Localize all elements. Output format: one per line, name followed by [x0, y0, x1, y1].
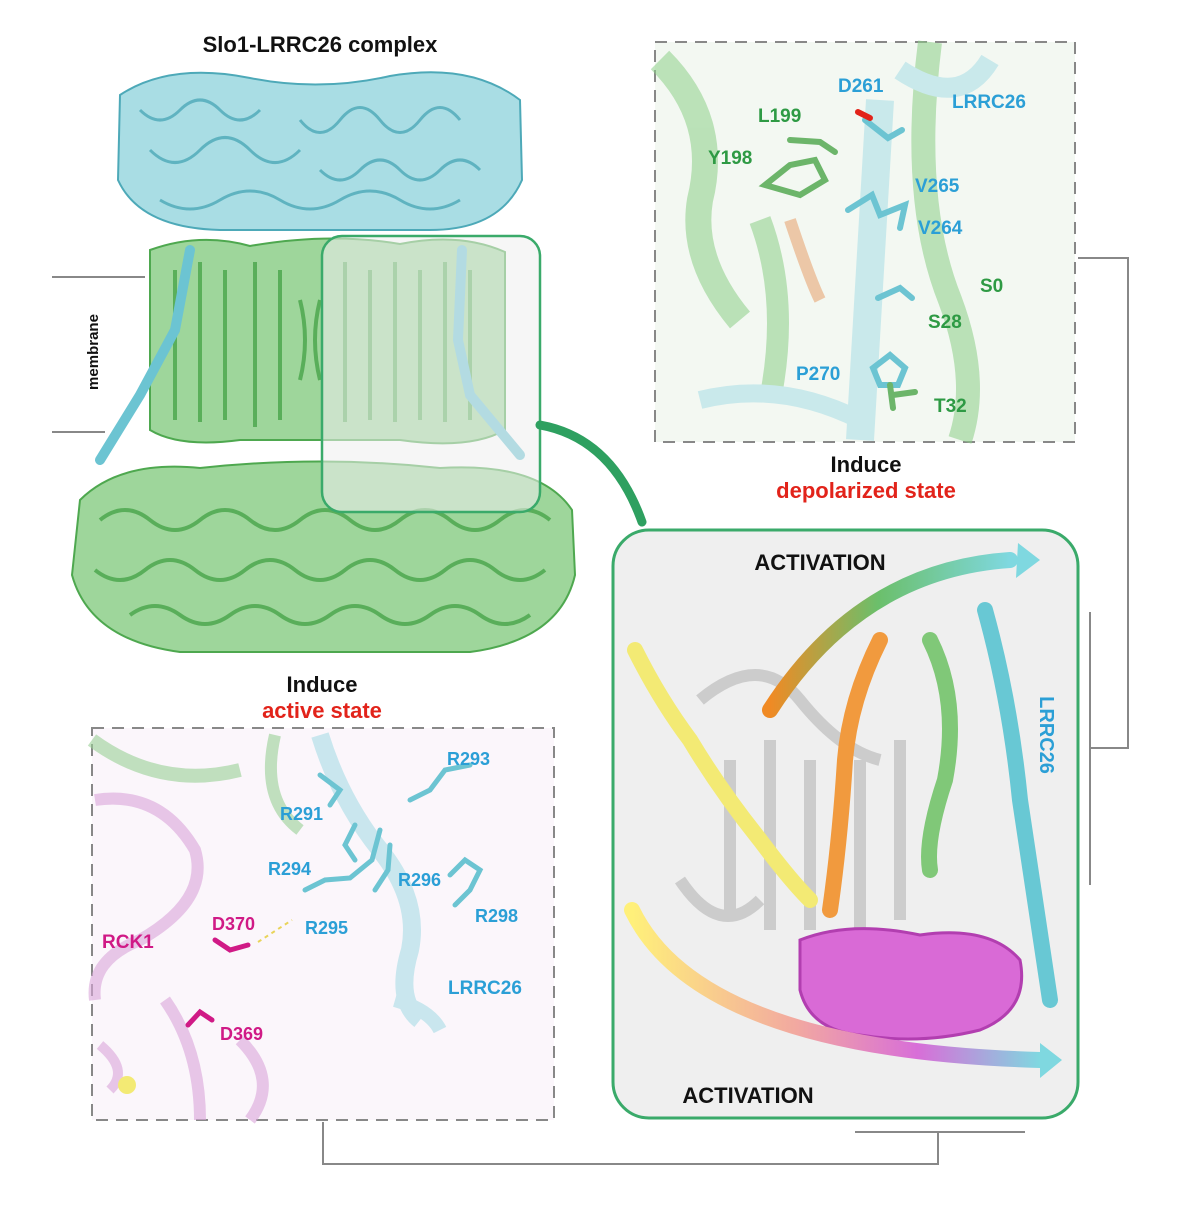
residue-r293: R293 — [447, 749, 490, 769]
caption-active-state: active state — [262, 698, 382, 723]
caption-depolarized-state: depolarized state — [776, 478, 956, 503]
panel-active: R293 R291 R294 R296 R295 R298 D370 D369 … — [87, 727, 555, 1124]
label-rck1: RCK1 — [102, 932, 154, 953]
activation-arrow-top-head — [1016, 543, 1040, 578]
connector-top-right — [1078, 257, 1129, 749]
connector-bottom — [322, 1122, 1025, 1165]
residue-r294: R294 — [268, 859, 311, 879]
residue-r296: R296 — [398, 870, 441, 890]
residue-t32: T32 — [934, 396, 967, 417]
residue-r298: R298 — [475, 906, 518, 926]
membrane-label: membrane — [85, 314, 102, 390]
panel-depolarized: D261 LRRC26 L199 Y198 V265 V264 S0 S28 P… — [650, 40, 1076, 503]
highlight-protomer-box — [320, 234, 542, 514]
helix-green — [921, 632, 958, 878]
activation-arrow-top — [762, 552, 1018, 718]
lrrc26-extracellular-domain — [116, 71, 524, 231]
zoom-connector — [535, 420, 647, 527]
membrane-bracket: membrane — [52, 276, 145, 433]
lrrc26-tm-helix-left — [95, 245, 195, 465]
rck1-domain-ribbon — [798, 927, 1024, 1041]
activation-arrow-bottom — [624, 902, 1048, 1068]
residue-d261: D261 — [838, 76, 884, 97]
residue-v264: V264 — [918, 218, 963, 239]
residue-v265: V265 — [915, 176, 960, 197]
label-lrrc26-vertical: LRRC26 — [1035, 696, 1057, 774]
caption-induce-top: Induce — [831, 452, 902, 477]
label-lrrc26-top: LRRC26 — [952, 92, 1026, 113]
panel-activation-model: ACTIVATION ACTIVATION LRRC26 — [611, 528, 1080, 1120]
figure-title: Slo1-LRRC26 complex — [203, 32, 438, 57]
residue-l199: L199 — [758, 106, 801, 127]
residue-r291: R291 — [280, 804, 323, 824]
residue-r295: R295 — [305, 918, 348, 938]
activation-arrow-bottom-head — [1040, 1043, 1062, 1078]
residue-d370: D370 — [212, 914, 255, 934]
residue-d369: D369 — [220, 1024, 263, 1044]
slo1-lrrc26-structure — [70, 71, 647, 653]
helix-lrrc26 — [977, 602, 1058, 1008]
helix-orange — [822, 632, 888, 918]
label-activation-top: ACTIVATION — [754, 550, 885, 575]
ion-sphere — [118, 1076, 136, 1094]
salt-bridge — [257, 919, 293, 943]
residue-y198: Y198 — [708, 148, 752, 169]
label-s0: S0 — [980, 276, 1003, 297]
residue-p270: P270 — [796, 364, 840, 385]
helix-yellow — [627, 642, 818, 908]
label-lrrc26-bottom: LRRC26 — [448, 978, 522, 999]
residue-s28: S28 — [928, 312, 962, 333]
label-activation-bottom: ACTIVATION — [682, 1083, 813, 1108]
caption-induce-bottom: Induce — [287, 672, 358, 697]
